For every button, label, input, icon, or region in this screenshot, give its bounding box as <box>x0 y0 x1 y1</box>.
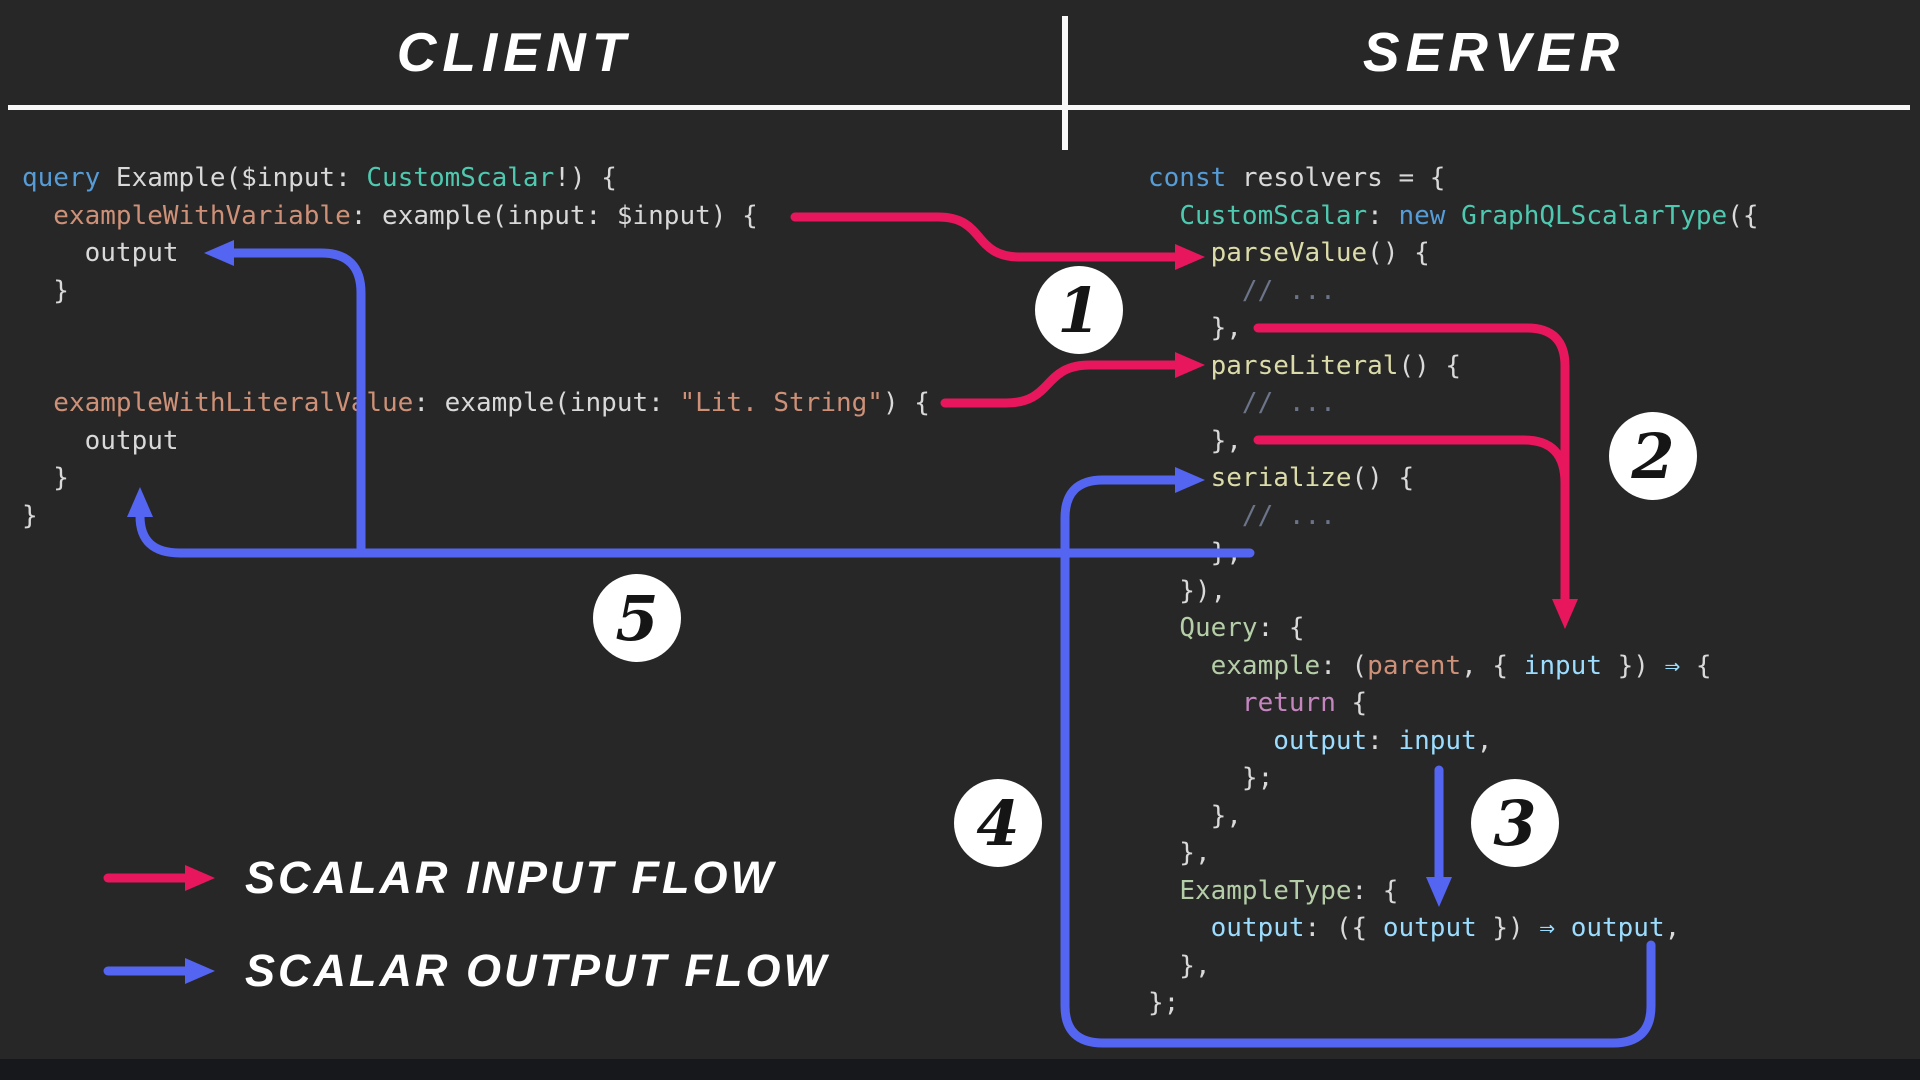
legend-input-label: SCALAR INPUT FLOW <box>245 852 776 903</box>
bottom-edge-strip <box>0 1059 1920 1080</box>
code-line: return { <box>1241 688 1368 718</box>
code-line: output: ({ output }) ⇒ output, <box>1210 913 1681 943</box>
code-line: }, <box>1148 538 1242 568</box>
step-badge-1: 1 <box>1035 266 1123 354</box>
code-line: }, <box>1148 425 1242 456</box>
code-line <box>22 310 930 348</box>
code-line: query Example($input: CustomScalar!) { <box>22 163 617 193</box>
code-line: output <box>22 238 179 268</box>
code-line: // ... <box>1148 500 1336 531</box>
code-line: }, <box>1148 313 1242 343</box>
code-line: ExampleType: { <box>1179 875 1399 906</box>
arrow-literal-to-parseliteral-icon <box>940 352 1205 408</box>
server-resolver-code: const resolvers = { CustomScalar: new Gr… <box>1148 160 1759 1023</box>
client-query-code: query Example($input: CustomScalar!) { e… <box>22 160 930 535</box>
code-line: exampleWithLiteralValue: example(input: … <box>22 388 930 418</box>
server-header: SERVER <box>1362 21 1626 83</box>
code-line: CustomScalar: new GraphQLScalarType({ <box>1179 200 1759 231</box>
code-line: const resolvers = { <box>1148 163 1446 193</box>
code-line: Query: { <box>1179 613 1305 643</box>
header-underline <box>8 105 1910 110</box>
step-badge-4: 4 <box>954 779 1042 867</box>
code-line: }, <box>1148 800 1242 831</box>
code-line: } <box>22 463 69 493</box>
code-line: example: (parent, { input }) ⇒ { <box>1210 650 1712 681</box>
legend-output-label: SCALAR OUTPUT FLOW <box>245 945 829 996</box>
code-line: output <box>22 425 179 456</box>
code-line: }, <box>1148 838 1211 868</box>
code-line: } <box>22 500 38 531</box>
step-badge-3: 3 <box>1471 779 1559 867</box>
code-line <box>22 348 930 386</box>
code-line: } <box>22 275 69 306</box>
code-line: parseValue() { <box>1210 238 1430 268</box>
code-line: // ... <box>1148 275 1336 306</box>
step-badge-5: 5 <box>593 574 681 662</box>
client-header: CLIENT <box>396 21 632 83</box>
code-line: }; <box>1148 763 1274 793</box>
code-line: }; <box>1148 988 1180 1018</box>
code-line: exampleWithVariable: example(input: $inp… <box>22 200 758 231</box>
code-line: }), <box>1148 575 1227 606</box>
code-line: parseLiteral() { <box>1210 350 1462 381</box>
client-server-divider <box>1062 16 1068 150</box>
code-line: output: input, <box>1273 725 1493 756</box>
step-badge-2: 2 <box>1609 412 1697 500</box>
code-line: }, <box>1148 950 1211 981</box>
